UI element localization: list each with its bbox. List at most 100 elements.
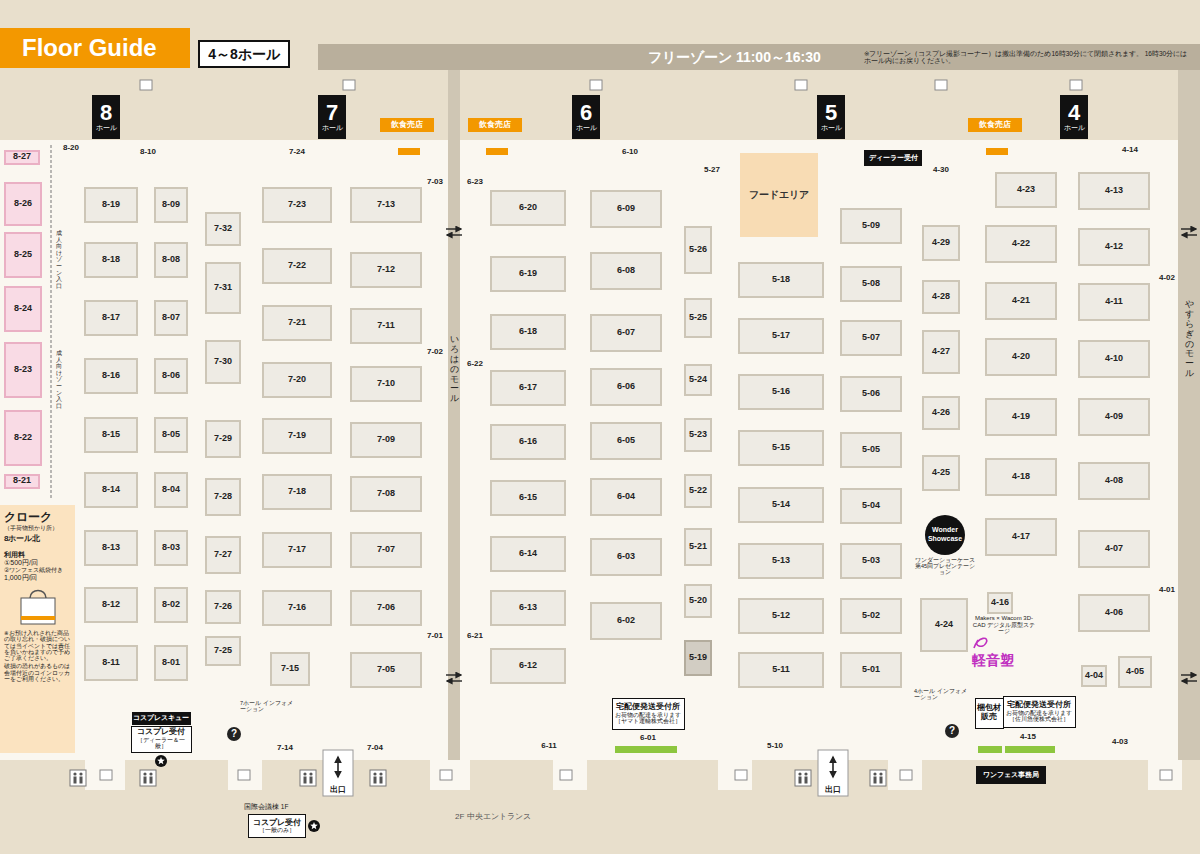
booth-block: 8-23 [4, 342, 42, 398]
booth-id: 7-29 [214, 434, 232, 444]
cloak-panel: クローク（手荷物預かり所）8ホール北利用料①500円/回②ワンフェス紙袋付き1,… [0, 505, 75, 753]
mall-corridor [1178, 70, 1200, 760]
box-note: ※フリーゾーン（コスプレ撮影コーナー）は搬出準備のため16時30分にて閉鎖されま… [864, 50, 1194, 65]
booth-block: 6-08 [590, 252, 662, 290]
booth-id: 6-14 [519, 549, 537, 559]
booth-block: 6-17 [490, 370, 566, 406]
box-heading: ディーラー受付 [869, 154, 918, 162]
booth-id: 5-06 [862, 389, 880, 399]
passage-arrow [447, 234, 462, 235]
booth-block: 5-06 [840, 376, 902, 412]
restroom-icon [370, 770, 386, 786]
booth-id: 4-19 [1012, 412, 1030, 422]
booth-block: 6-12 [490, 648, 566, 684]
box-heading: Makers × Wacom 3D-CAD デジタル原型ステージ [971, 615, 1038, 636]
food-stand-mark [986, 148, 1008, 155]
booth-block: 8-08 [154, 242, 188, 278]
booth-block: 5-26 [684, 226, 712, 274]
restroom-icon [374, 777, 377, 784]
counter-mark [615, 746, 677, 753]
hall-floor [0, 140, 448, 760]
booth-id: 5-11 [772, 665, 790, 675]
booth-block: 4-29 [922, 225, 960, 261]
booth-id: 6-16 [519, 437, 537, 447]
info-mark: ? [946, 724, 958, 738]
gate-icon [343, 80, 355, 90]
booth-id: 6-19 [519, 269, 537, 279]
box-note: 1,000円/回 [4, 574, 37, 582]
hall-number: 5ホール [817, 95, 845, 139]
restroom-icon [80, 777, 83, 784]
box-heading: コスプレスキュー [133, 714, 189, 722]
wall-booth-row: 6-21 [464, 630, 486, 642]
booth-id: 4-07 [1105, 544, 1123, 554]
booth-block: 8-06 [154, 358, 188, 394]
booth-id: 8-17 [102, 313, 120, 323]
gate-icon [238, 770, 250, 780]
wall-booth-row: 6-11 [530, 740, 568, 752]
booth-id: 4-01 [1159, 586, 1175, 595]
booth-block: 7-26 [205, 590, 241, 624]
booth-id: 7-08 [377, 489, 395, 499]
booth-block: 6-05 [590, 422, 662, 460]
booth-block: 6-09 [590, 190, 662, 228]
booth-block: 4-25 [922, 455, 960, 491]
booth-block: 8-26 [4, 182, 42, 226]
restroom-icon [795, 770, 811, 786]
booth-id: 7-32 [214, 224, 232, 234]
gate-icon [1070, 80, 1082, 90]
exit-box: 出口 [818, 750, 848, 796]
booth-block: 5-22 [684, 474, 712, 508]
gate-icon [440, 770, 452, 780]
booth-id: 5-22 [689, 486, 707, 496]
booth-block: 7-08 [350, 476, 422, 512]
booth-id: 4-04 [1085, 671, 1103, 681]
booth-id: 6-18 [519, 327, 537, 337]
booth-id: 4-22 [1012, 239, 1030, 249]
booth-block: 5-17 [738, 318, 824, 354]
booth-id: 7-09 [377, 435, 395, 445]
booth-id: 8-19 [102, 200, 120, 210]
booth-block: 8-24 [4, 286, 42, 332]
star-icon [155, 755, 167, 767]
booth-id: 5-24 [689, 375, 707, 385]
booth-block: 5-08 [840, 266, 902, 302]
booth-block: 7-07 [350, 532, 422, 568]
booth-id: 5-26 [689, 245, 707, 255]
booth-id: 4-03 [1112, 738, 1128, 747]
info-icon [227, 727, 241, 741]
booth-block: 8-04 [154, 472, 188, 508]
booth-block: 5-13 [738, 543, 824, 579]
booth-block: 8-02 [154, 587, 188, 623]
booth-block: 7-27 [205, 536, 241, 574]
gate-icon [735, 770, 747, 780]
booth-id: 4-15 [1020, 733, 1036, 742]
booth-id: 7-05 [377, 665, 395, 675]
booth-id: 4-20 [1012, 352, 1030, 362]
booth-id: 6-21 [467, 632, 483, 641]
booth-block: 8-17 [84, 300, 138, 336]
booth-block: 8-25 [4, 232, 42, 278]
box-note: お荷物の配達を承ります [1006, 710, 1072, 716]
booth-id: 5-16 [772, 387, 790, 397]
restroom-icon [804, 772, 807, 775]
booth-id: 5-08 [862, 279, 880, 289]
booth-block: 7-22 [262, 248, 332, 284]
booth-id: 6-04 [617, 492, 635, 502]
box-note: 8ホール北 [4, 534, 40, 543]
wall-booth-row: 7-04 [360, 742, 390, 754]
booth-id: 4-11 [1105, 297, 1123, 307]
passage-arrow [1181, 228, 1196, 229]
booth-id: 4-26 [932, 408, 950, 418]
hall-word: ホール [821, 124, 842, 132]
service-box: 宅配便発送受付所お荷物の配達を承ります［ヤマト運輸株式会社］ [612, 698, 685, 730]
booth-id: 5-21 [689, 542, 707, 552]
booth-id: 4-21 [1012, 296, 1030, 306]
booth-block: 4-24 [920, 598, 968, 652]
booth-block: 7-31 [205, 262, 241, 314]
counter-mark [978, 746, 1002, 753]
booth-id: 4-28 [932, 292, 950, 302]
counter-mark [1005, 746, 1055, 753]
passage-arrow [1181, 674, 1196, 675]
booth-id: 6-06 [617, 382, 635, 392]
